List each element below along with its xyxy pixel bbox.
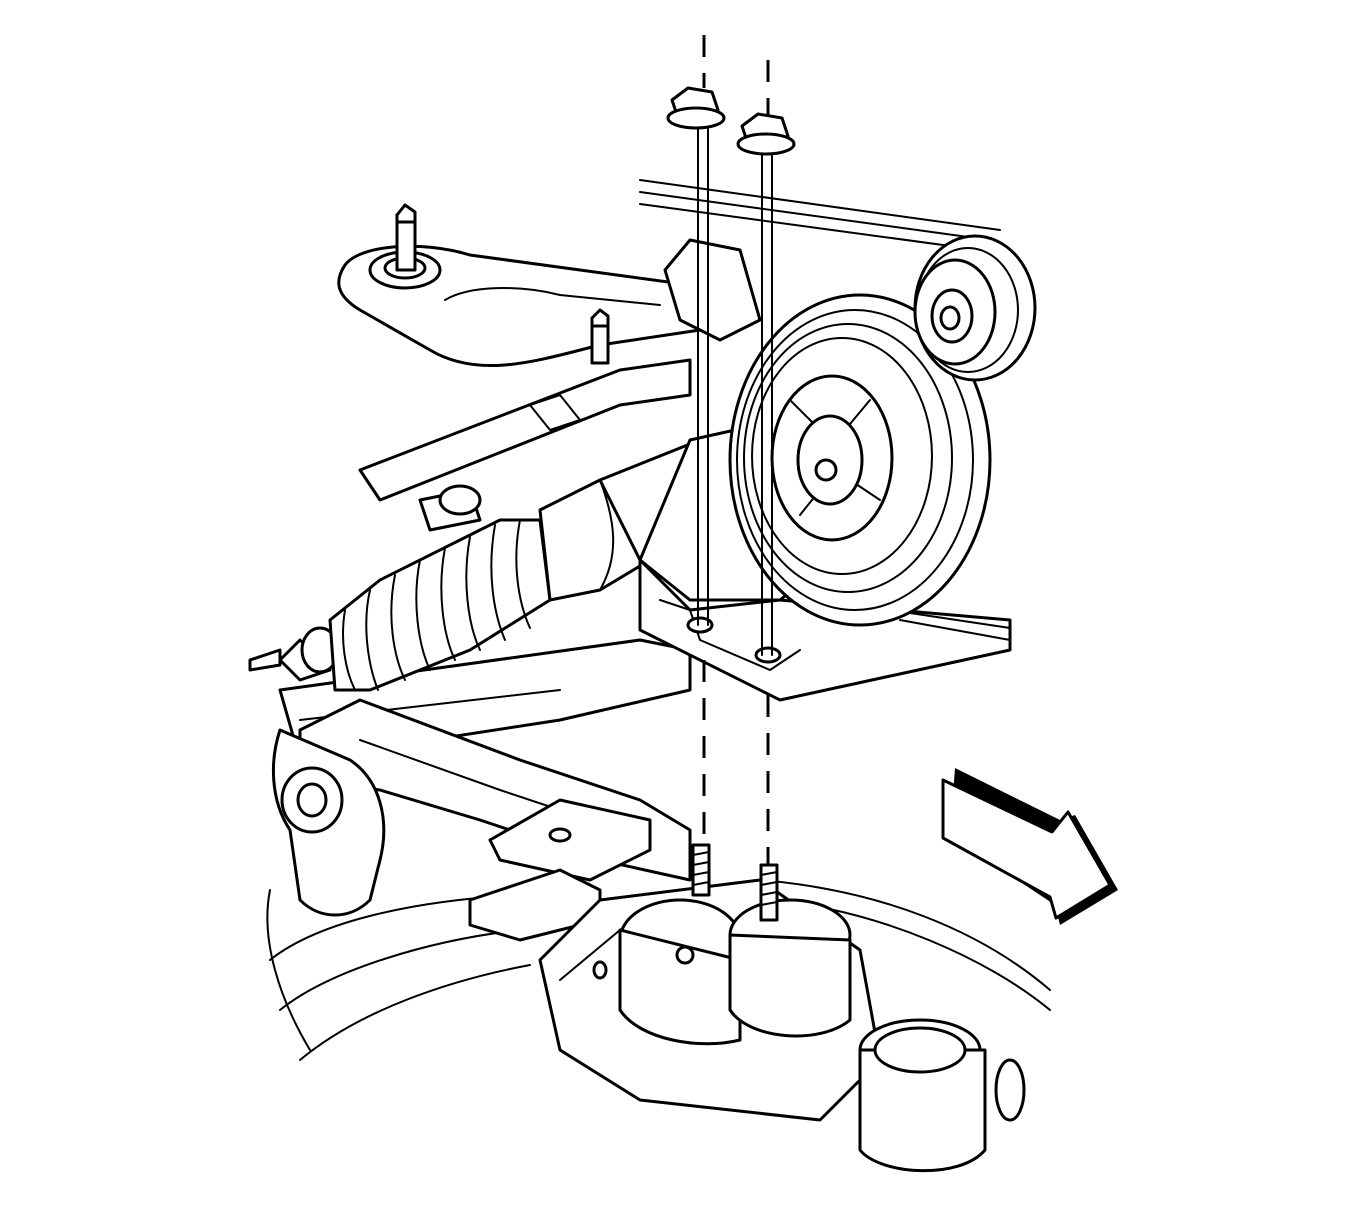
- front-suspension-frame-icon: [266, 203, 1051, 1061]
- direction-arrow-icon: [941, 768, 1118, 925]
- engine-mount-icon: [538, 843, 1026, 1173]
- stud-alignment-lines: [697, 35, 773, 865]
- mount-stud-nut-icon: [666, 86, 796, 156]
- idler-pulley-icon: [913, 234, 1037, 382]
- crankshaft-pulley-icon: [728, 293, 992, 627]
